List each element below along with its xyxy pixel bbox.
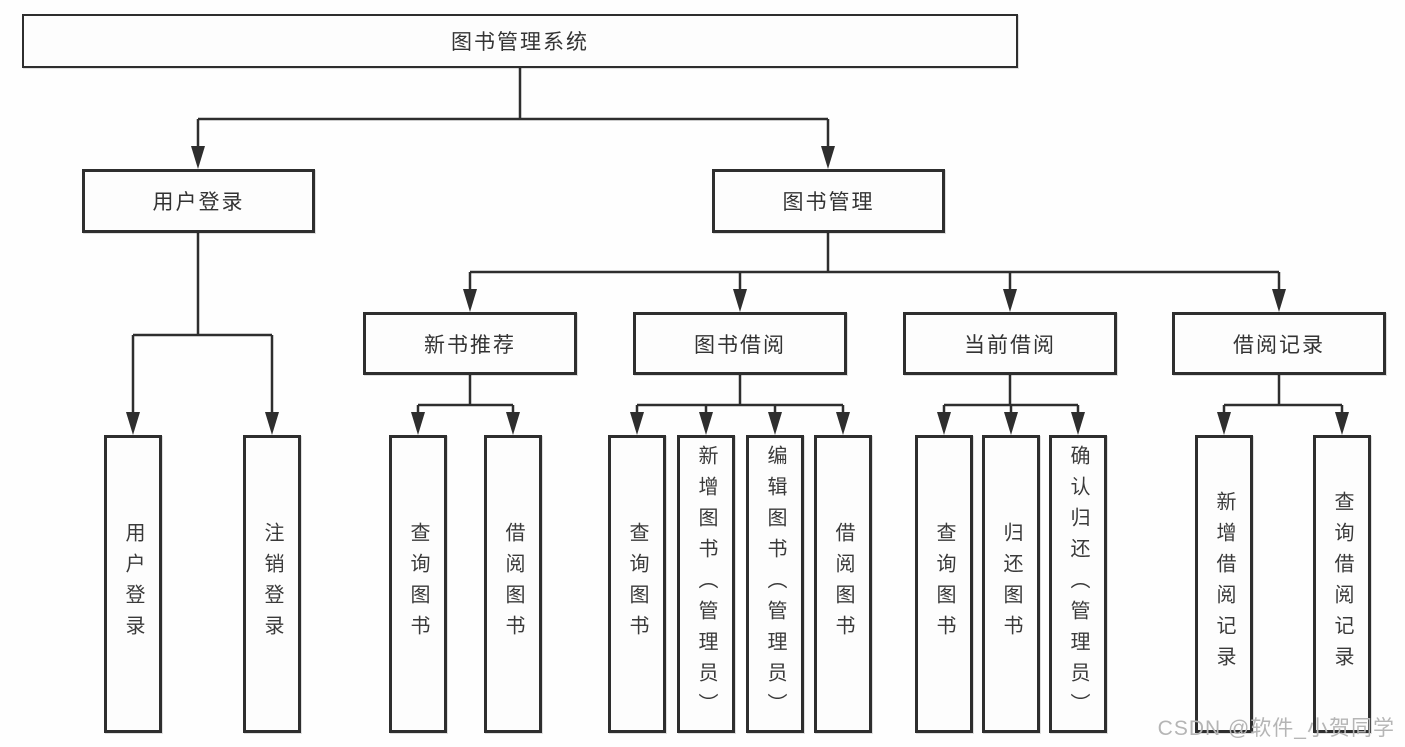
node-current-borrow: 当前借阅 [903, 312, 1117, 375]
leaf-user-login: 用户登录 [104, 435, 162, 733]
leaf-return-books: 归还图书 [982, 435, 1040, 733]
leaf-logout: 注销登录 [243, 435, 301, 733]
node-library-management-system: 图书管理系统 [22, 14, 1018, 68]
node-book-management: 图书管理 [712, 169, 945, 233]
leaf-label: 查询图书 [933, 522, 955, 646]
leaf-label: 归还图书 [1000, 522, 1022, 646]
node-label: 借阅记录 [1233, 333, 1325, 357]
leaf-borrow-books-2: 借阅图书 [814, 435, 872, 733]
leaf-label: 借阅图书 [502, 522, 524, 646]
leaf-label: 借阅图书 [832, 522, 854, 646]
node-label: 图书管理 [782, 191, 875, 214]
node-label: 用户登录 [152, 191, 245, 214]
node-label: 当前借阅 [964, 333, 1056, 357]
node-label: 图书借阅 [694, 333, 786, 357]
leaf-label: 查询图书 [626, 522, 648, 646]
leaf-label: 新增借阅记录 [1213, 491, 1235, 677]
leaf-query-books-1: 查询图书 [389, 435, 447, 733]
leaf-label: 确认归还（管理员） [1067, 444, 1089, 724]
leaf-query-borrow-record: 查询借阅记录 [1313, 435, 1371, 733]
node-label: 图书管理系统 [451, 31, 589, 54]
node-user-login: 用户登录 [82, 169, 315, 233]
leaf-confirm-return-admin: 确认归还（管理员） [1049, 435, 1107, 733]
leaf-label: 查询借阅记录 [1331, 491, 1353, 677]
node-borrow-records: 借阅记录 [1172, 312, 1386, 375]
leaf-query-books-2: 查询图书 [608, 435, 666, 733]
leaf-borrow-books-1: 借阅图书 [484, 435, 542, 733]
leaf-query-books-3: 查询图书 [915, 435, 973, 733]
leaf-label: 注销登录 [261, 522, 283, 646]
leaf-label: 编辑图书（管理员） [764, 444, 786, 724]
leaf-label: 查询图书 [407, 522, 429, 646]
leaf-label: 新增图书（管理员） [695, 444, 717, 724]
node-label: 新书推荐 [424, 333, 516, 357]
csdn-watermark: CSDN @软件_小贺同学 [1157, 717, 1395, 740]
node-book-borrow: 图书借阅 [633, 312, 847, 375]
leaf-add-books-admin: 新增图书（管理员） [677, 435, 735, 733]
leaf-edit-books-admin: 编辑图书（管理员） [746, 435, 804, 733]
node-new-book-recommend: 新书推荐 [363, 312, 577, 375]
leaf-label: 用户登录 [122, 522, 144, 646]
leaf-add-borrow-record: 新增借阅记录 [1195, 435, 1253, 733]
